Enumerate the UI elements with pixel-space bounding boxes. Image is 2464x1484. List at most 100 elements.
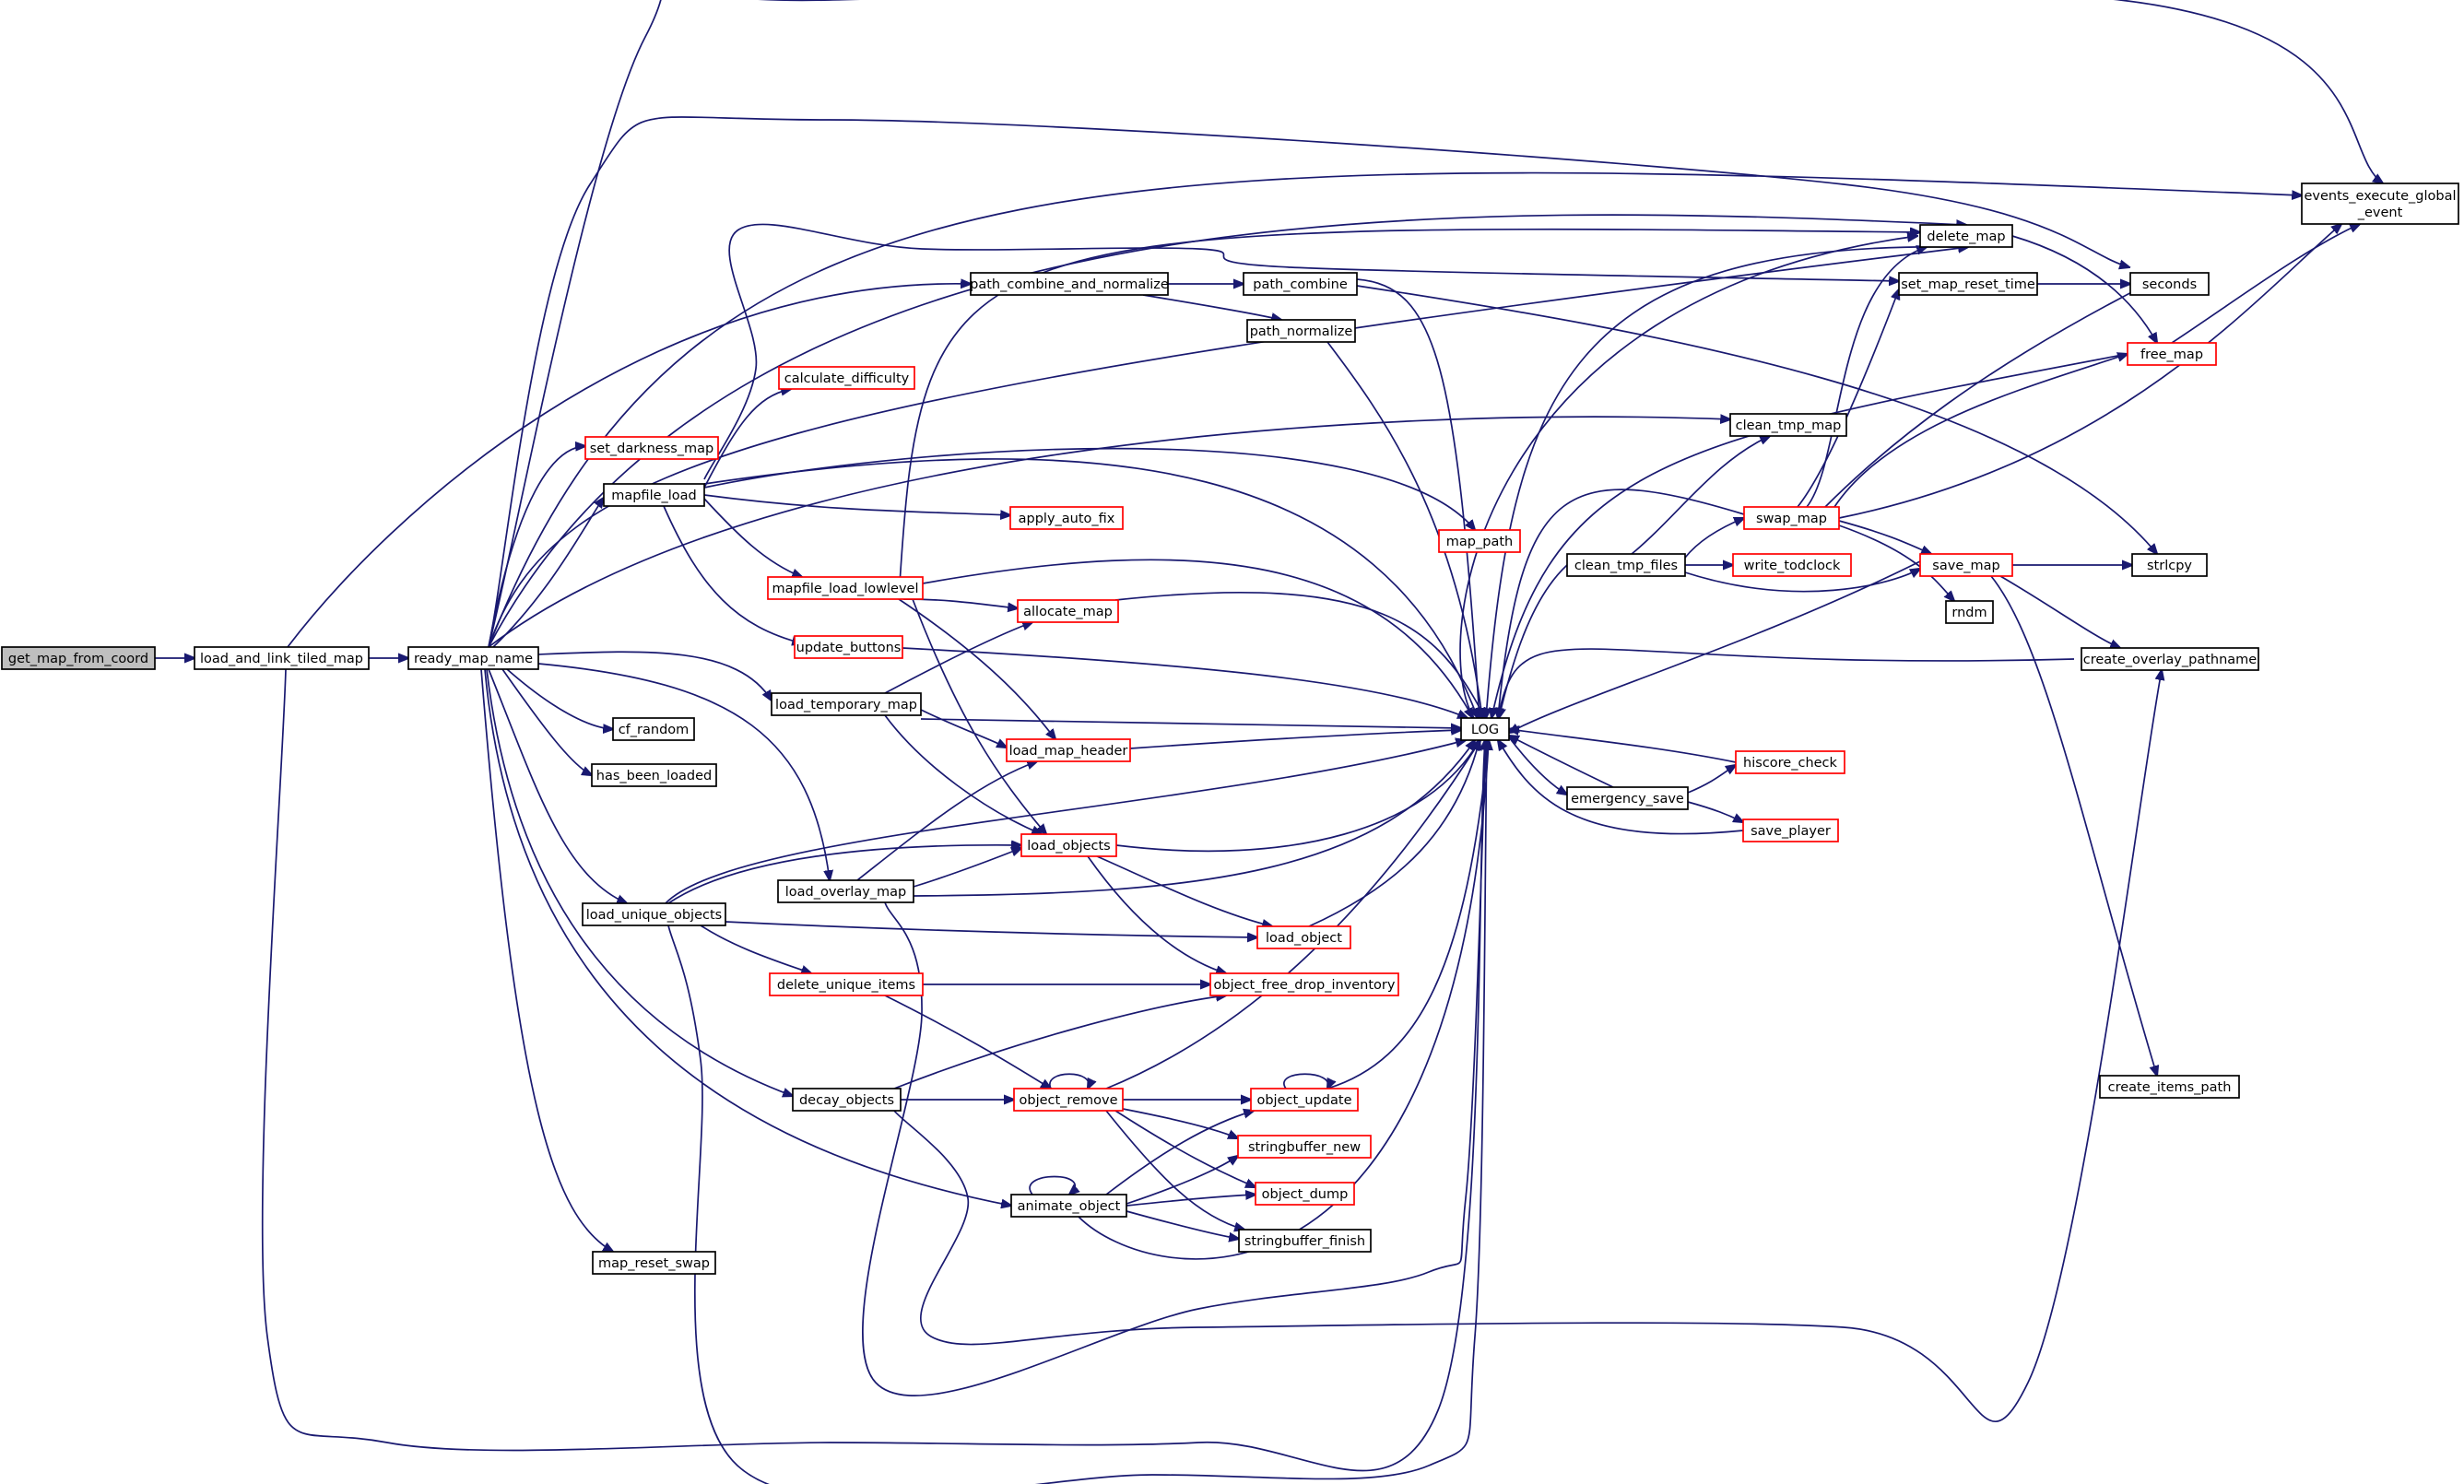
node-box: [777, 879, 914, 903]
edge-arrow: [1122, 1108, 1238, 1138]
edge-arrow: [1049, 1073, 1089, 1089]
node-strlcpy[interactable]: strlcpy: [2131, 553, 2208, 577]
node-calculate-difficulty[interactable]: calculate_difficulty: [778, 366, 915, 390]
node-object-free-drop-inventory[interactable]: object_free_drop_inventory: [1209, 972, 1399, 996]
edge-arrow: [1114, 591, 1485, 718]
node-load-map-header[interactable]: load_map_header: [1006, 738, 1131, 762]
node-animate-object[interactable]: animate_object: [1010, 1194, 1127, 1218]
edge-arrow: [862, 740, 1486, 1396]
node-emergency-save[interactable]: emergency_save: [1566, 786, 1689, 810]
node-label: load_unique_objects: [586, 908, 722, 923]
node-label: _event: [2357, 206, 2403, 220]
node-box: [1566, 786, 1689, 810]
edge-arrow: [1126, 1156, 1238, 1205]
node-has-been-loaded[interactable]: has_been_loaded: [591, 763, 717, 787]
node-label: clean_tmp_files: [1574, 559, 1678, 573]
node-load-temporary-map[interactable]: load_temporary_map: [771, 692, 922, 716]
node-label: LOG: [1471, 723, 1499, 737]
edge-arrow: [1687, 765, 1736, 794]
node-load-object[interactable]: load_object: [1256, 925, 1351, 949]
edge-arrow: [913, 848, 1021, 888]
node-box: [612, 717, 695, 741]
node-clean-tmp-map[interactable]: clean_tmp_map: [1729, 413, 1847, 437]
node-events-execute-global-event[interactable]: events_execute_global _event: [2301, 183, 2459, 225]
node-label: load_object: [1266, 931, 1342, 946]
node-map-reset-swap[interactable]: map_reset_swap: [592, 1251, 716, 1275]
node-free-map[interactable]: free_map: [2127, 342, 2217, 366]
edge-arrow: [1096, 855, 1272, 926]
edge-arrow: [898, 598, 1055, 739]
node-set-darkness-map[interactable]: set_darkness_map: [584, 436, 719, 460]
node-ready-map-name[interactable]: ready_map_name: [407, 646, 539, 670]
node-box: [603, 483, 705, 507]
node-swap-map[interactable]: swap_map: [1743, 506, 1840, 530]
node-object-update[interactable]: object_update: [1250, 1088, 1359, 1112]
node-mapfile-load[interactable]: mapfile_load: [603, 483, 705, 507]
node-create-items-path[interactable]: create_items_path: [2099, 1075, 2240, 1099]
node-map-path[interactable]: map_path: [1438, 529, 1521, 553]
node-mapfile-load-lowlevel[interactable]: mapfile_load_lowlevel: [767, 576, 924, 600]
node-object-remove[interactable]: object_remove: [1013, 1088, 1124, 1112]
node-label: mapfile_load: [611, 489, 697, 503]
node-write-todclock[interactable]: write_todclock: [1732, 553, 1852, 577]
node-seconds[interactable]: seconds: [2129, 272, 2210, 296]
node-load-and-link-tiled-map[interactable]: load_and_link_tiled_map: [194, 646, 370, 670]
edge-arrow: [725, 921, 1257, 937]
node-box: [771, 692, 922, 716]
node-set-map-reset-time[interactable]: set_map_reset_time: [1898, 272, 2038, 296]
edge-arrow: [1806, 247, 1927, 508]
node-label: map_reset_swap: [598, 1256, 710, 1271]
node-label: strlcpy: [2147, 559, 2192, 573]
node-box: [2129, 272, 2210, 296]
edge-arrow: [902, 598, 1018, 608]
node-box: [194, 646, 370, 670]
node-save-player[interactable]: save_player: [1742, 819, 1839, 842]
node-label: events_execute_global: [2304, 189, 2456, 204]
node-stringbuffer-new[interactable]: stringbuffer_new: [1237, 1135, 1372, 1159]
node-LOG[interactable]: LOG: [1460, 717, 1510, 741]
node-update-buttons[interactable]: update_buttons: [794, 635, 903, 659]
edge-arrow: [484, 668, 1011, 1206]
node-delete-map[interactable]: delete_map: [1919, 224, 2013, 248]
node-box: [1237, 1135, 1372, 1159]
node-label: mapfile_load_lowlevel: [772, 582, 918, 596]
node-box: [1255, 1182, 1355, 1206]
edge-arrow: [1631, 436, 1770, 555]
node-apply-auto-fix[interactable]: apply_auto_fix: [1009, 506, 1124, 530]
node-stringbuffer-finish[interactable]: stringbuffer_finish: [1238, 1229, 1372, 1253]
node-create-overlay-pathname[interactable]: create_overlay_pathname: [2081, 647, 2259, 671]
node-path-normalize[interactable]: path_normalize: [1246, 319, 1356, 343]
edge-arrow: [1356, 278, 1480, 718]
node-hiscore-check[interactable]: hiscore_check: [1735, 750, 1845, 774]
node-load-objects[interactable]: load_objects: [1020, 833, 1117, 857]
node-save-map[interactable]: save_map: [1919, 553, 2013, 577]
node-decay-objects[interactable]: decay_objects: [792, 1088, 902, 1112]
node-cf-random[interactable]: cf_random: [612, 717, 695, 741]
node-label: animate_object: [1018, 1199, 1121, 1214]
node-load-unique-objects[interactable]: load_unique_objects: [582, 902, 726, 926]
node-box: [1, 646, 156, 670]
node-object-dump[interactable]: object_dump: [1255, 1182, 1355, 1206]
node-label: create_items_path: [2108, 1080, 2232, 1095]
node-rndm[interactable]: rndm: [1945, 600, 1994, 624]
edge-arrow: [488, 446, 585, 648]
node-get-map-from-coord[interactable]: get_map_from_coord: [1, 646, 156, 670]
node-box: [792, 1088, 902, 1112]
edge-arrow: [1509, 729, 1737, 763]
edge-arrow: [1509, 736, 1614, 788]
edge-arrow: [893, 670, 2162, 1422]
node-label: get_map_from_coord: [8, 652, 148, 666]
node-box: [2081, 647, 2259, 671]
node-label: load_overlay_map: [785, 885, 907, 900]
node-delete-unique-items[interactable]: delete_unique_items: [769, 972, 924, 996]
node-label: load_temporary_map: [775, 698, 917, 713]
node-label: map_path: [1446, 535, 1513, 549]
node-load-overlay-map[interactable]: load_overlay_map: [777, 879, 914, 903]
node-path-combine-and-normalize[interactable]: path_combine_and_normalize: [970, 272, 1169, 296]
node-allocate-map[interactable]: allocate_map: [1017, 599, 1119, 623]
edge-arrow: [1687, 801, 1743, 822]
edge-arrow: [1999, 575, 2120, 648]
node-clean-tmp-files[interactable]: clean_tmp_files: [1566, 553, 1686, 577]
edge-arrow: [1283, 1073, 1328, 1089]
node-path-combine[interactable]: path_combine: [1243, 272, 1358, 296]
